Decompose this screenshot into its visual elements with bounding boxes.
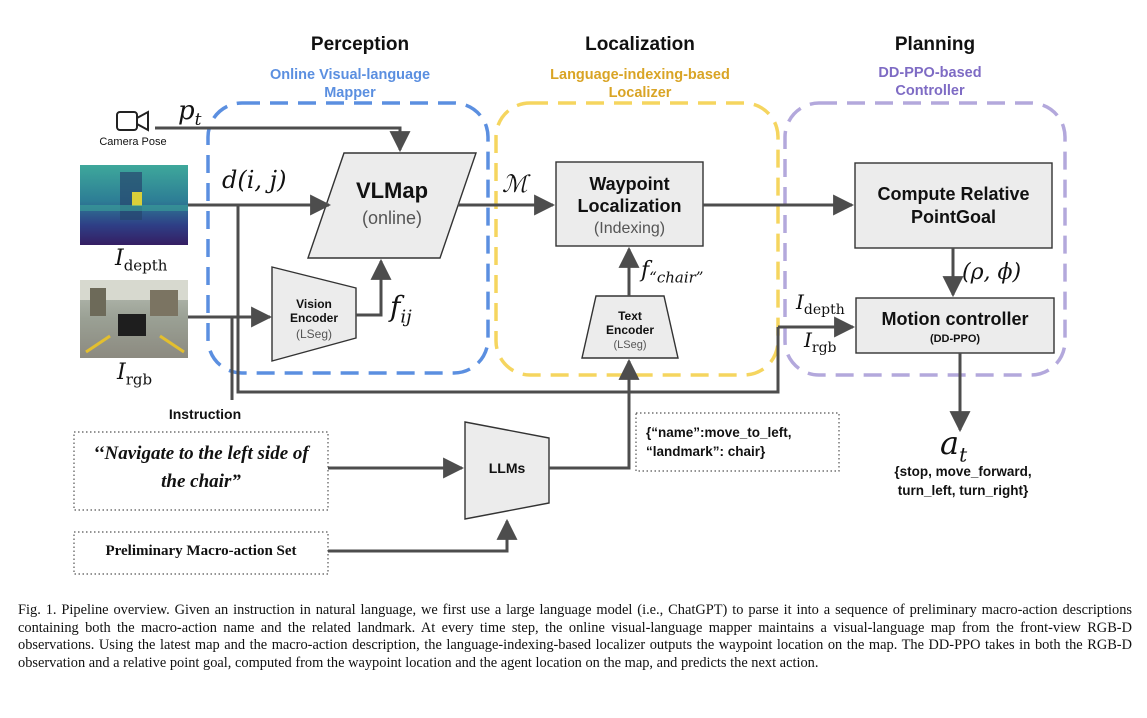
encoder-to-vlmap-arrow — [356, 258, 392, 317]
planning-region — [783, 101, 1067, 377]
motion-depth-sub: depth — [803, 302, 845, 318]
planning-subheader: DD-PPO-based Controller — [815, 64, 1045, 100]
vlmap-title: VLMap — [355, 178, 429, 203]
waypoint-label-line-1: Waypoint — [589, 174, 670, 194]
rgb-input-sub: rgb — [125, 370, 153, 389]
instruction-label: Instruction — [168, 406, 242, 422]
text-encoder-shape — [581, 295, 679, 359]
vision-encoder-shape — [271, 266, 357, 362]
vision-encoder-line-2: Encoder — [289, 311, 338, 325]
instruction-box — [73, 431, 329, 511]
text-encoder-line-2: Encoder — [605, 323, 654, 337]
localization-subheader-line-1: Language-indexing-based — [550, 67, 730, 83]
depth-input-sub: depth — [123, 256, 168, 275]
video-camera-icon — [116, 110, 149, 132]
perception-subheader: Online Visual-language Mapper — [235, 66, 465, 102]
json-line-1: {“name”:move_to_left, — [646, 425, 792, 440]
localization-subheader-line-2: Localizer — [608, 85, 672, 101]
json-output-text: {“name”:move_to_left, “landmark”: chair} — [646, 423, 792, 461]
depth-image — [80, 165, 188, 245]
action-symbol: at — [940, 424, 967, 466]
motion-rgb-sub: rgb — [811, 340, 837, 356]
pointgoal-line-2: PointGoal — [911, 207, 996, 227]
motion-controller-box — [855, 297, 1055, 354]
action-symbol-sub: t — [959, 442, 968, 467]
perception-subheader-line-1: Online Visual-language — [269, 67, 431, 83]
motion-rgb-symbol: Irgb — [804, 328, 837, 356]
text-feature-sub: “chair” — [649, 268, 704, 287]
distance-symbol: d(i, j) — [222, 166, 287, 194]
feature-symbol-base: f — [390, 290, 401, 323]
instruction-text: ‘‘Navigate to the left side of the chair… — [74, 440, 328, 496]
planning-header: Planning — [894, 34, 976, 55]
action-space-line-2: turn_left, turn_right} — [897, 483, 1029, 498]
planning-subheader-line-1: DD-PPO-based — [878, 65, 982, 81]
observation-bus-line — [236, 205, 780, 394]
vision-encoder-sub: (LSeg) — [295, 327, 333, 341]
motion-depth-symbol: Idepth — [796, 290, 845, 318]
motion-rgb-base: I — [804, 328, 812, 352]
waypoint-sub: (Indexing) — [593, 220, 666, 237]
feature-symbol-sub: ij — [400, 306, 412, 328]
text-feature-base: f — [641, 258, 650, 283]
vision-encoder-line-1: Vision — [296, 297, 332, 311]
waypoint-localization-box — [555, 161, 704, 247]
pose-symbol-sub: t — [194, 110, 202, 131]
localization-subheader: Language-indexing-based Localizer — [525, 66, 755, 102]
motion-controller-title: Motion controller — [881, 309, 1029, 329]
text-encoder-label: Text Encoder — [582, 309, 678, 337]
llm-to-text-encoder-arrow — [549, 358, 640, 470]
pose-symbol: pt — [178, 96, 202, 130]
depth-input-base: I — [115, 246, 124, 271]
vision-encoder-label: Vision Encoder — [272, 297, 356, 325]
action-space-line-1: {stop, move_forward, — [894, 464, 1032, 479]
waypoint-label-line-2: Localization — [577, 196, 682, 216]
figure-caption: Fig. 1. Pipeline overview. Given an inst… — [18, 602, 1132, 671]
vlmap-box — [307, 152, 477, 259]
rgb-input-symbol: Irgb — [117, 360, 152, 388]
pointgoal-label: Compute Relative PointGoal — [855, 183, 1052, 229]
action-symbol-base: a — [940, 424, 960, 462]
perception-subheader-line-2: Mapper — [324, 85, 376, 101]
depth-input-symbol: Idepth — [115, 246, 167, 274]
pose-symbol-base: p — [178, 96, 195, 126]
rgb-image — [80, 280, 188, 358]
diagram-canvas — [73, 101, 1067, 575]
pointgoal-box — [854, 162, 1053, 249]
planning-subheader-line-2: Controller — [895, 83, 965, 99]
llm-label: LLMs — [488, 460, 526, 476]
llm-shape — [464, 421, 550, 520]
perception-header: Perception — [310, 34, 410, 55]
rgb-input-base: I — [117, 360, 126, 385]
camera-pose-label: Camera Pose — [99, 136, 167, 148]
pointgoal-line-1: Compute Relative — [877, 184, 1030, 204]
feature-symbol: fij — [390, 290, 412, 328]
json-line-2: “landmark”: chair} — [646, 444, 766, 459]
text-encoder-line-1: Text — [618, 309, 642, 323]
waypoint-label: Waypoint Localization — [556, 173, 703, 217]
perception-region — [206, 101, 490, 375]
macro-set-label: Preliminary Macro-action Set — [105, 543, 297, 559]
instruction-line-1: ‘‘Navigate to the left side of — [93, 443, 309, 464]
instruction-line-2: the chair” — [161, 471, 241, 492]
pipeline-figure: Perception Localization Planning Online … — [73, 34, 1067, 575]
map-symbol: ℳ — [502, 170, 528, 198]
motion-depth-base: I — [796, 290, 804, 314]
json-output-box — [635, 412, 840, 472]
motion-controller-sub: (DD-PPO) — [929, 333, 981, 345]
polar-symbol: (ρ, ϕ) — [962, 260, 1022, 285]
action-space-label: {stop, move_forward, turn_left, turn_rig… — [878, 462, 1048, 500]
vlmap-subtitle: (online) — [361, 208, 423, 228]
text-encoder-sub: (LSeg) — [613, 339, 647, 351]
pose-arrow — [155, 126, 411, 153]
localization-header: Localization — [585, 34, 695, 55]
text-feature-symbol: f“chair” — [641, 258, 703, 286]
macro-set-to-llm-arrow — [328, 518, 518, 553]
